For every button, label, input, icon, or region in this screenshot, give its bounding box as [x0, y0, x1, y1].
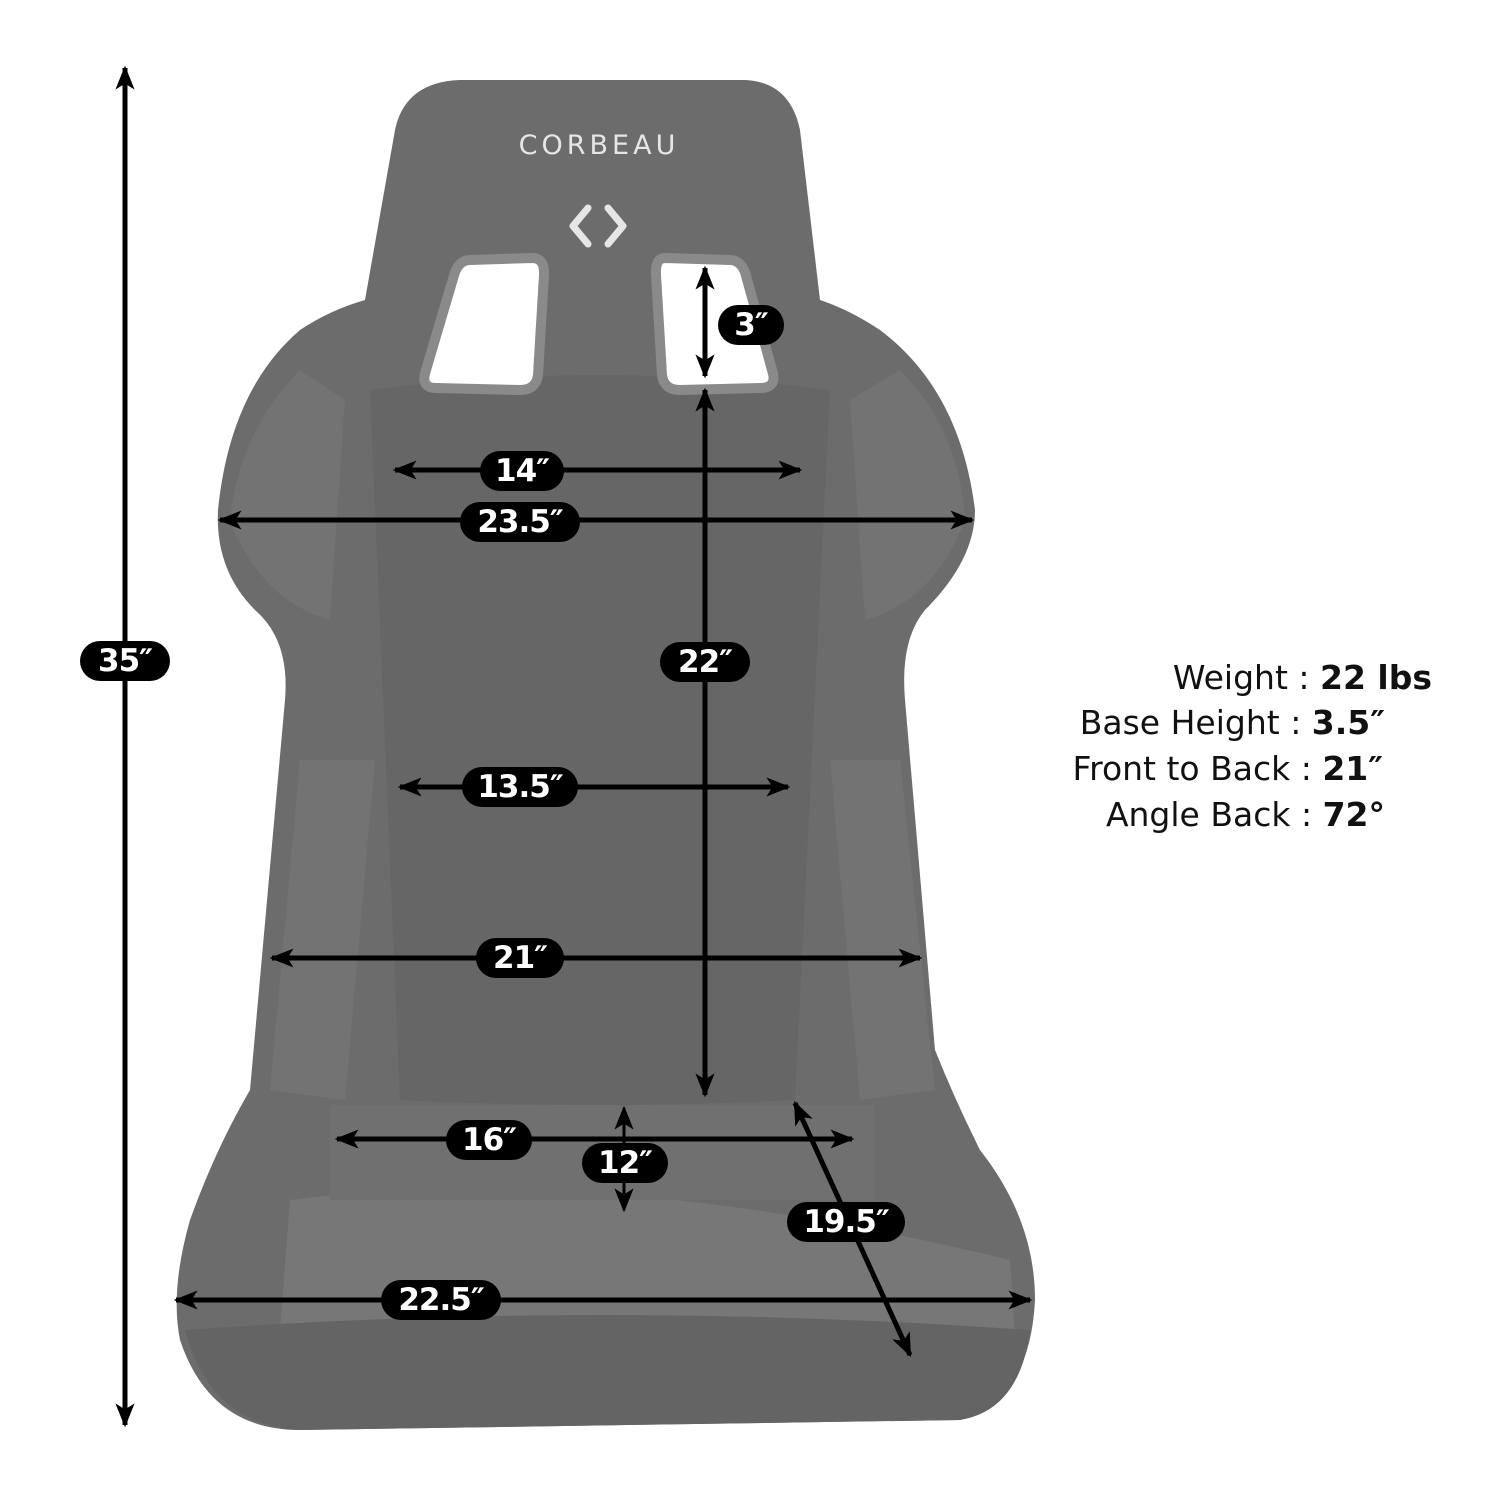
spec-sep: : — [1300, 749, 1323, 788]
harness-slot-left — [419, 252, 550, 396]
label-slot-height: 3″ — [718, 305, 784, 345]
spec-row-front-to-back: Front to Back : 21″ — [1073, 746, 1383, 792]
label-seat-depth: 12″ — [582, 1143, 668, 1183]
label-hip-width: 21″ — [476, 938, 564, 978]
label-seat-diagonal: 19.5″ — [787, 1202, 905, 1242]
spec-value: 3.5″ — [1311, 703, 1385, 742]
right-hip-bolster — [830, 760, 935, 1100]
spec-label: Angle Back — [1105, 795, 1291, 834]
spec-row-angle-back: Angle Back : 72° — [1106, 792, 1385, 838]
spec-sep: : — [1298, 658, 1320, 697]
spec-value: 21″ — [1322, 749, 1383, 788]
label-lower-back-width: 13.5″ — [462, 767, 578, 807]
spec-label: Front to Back — [1072, 749, 1291, 788]
label-base-width: 22.5″ — [381, 1280, 501, 1320]
label-back-height: 22″ — [660, 642, 750, 682]
label-upper-back-width: 14″ — [480, 451, 564, 491]
spec-sep: : — [1300, 795, 1323, 834]
spec-sep: : — [1290, 703, 1312, 742]
left-hip-bolster — [270, 760, 375, 1100]
label-shoulder-width: 23.5″ — [460, 502, 580, 542]
corbeau-logo-icon — [569, 204, 627, 248]
harness-slot-right — [650, 252, 779, 396]
label-seat-width: 16″ — [446, 1120, 532, 1160]
spec-row-base-height: Base Height : 3.5″ — [1080, 700, 1385, 746]
spec-value: 22 lbs — [1320, 658, 1432, 697]
left-bolster — [230, 370, 345, 620]
seat-front-edge — [185, 1315, 1030, 1430]
label-overall-height: 35″ — [80, 641, 170, 681]
spec-label: Base Height — [1079, 703, 1280, 742]
spec-row-weight: Weight : 22 lbs — [1173, 655, 1432, 701]
spec-value: 72° — [1322, 795, 1385, 834]
brand-logo: CORBEAU — [518, 130, 680, 161]
right-bolster — [850, 370, 965, 620]
spec-label: Weight — [1172, 658, 1288, 697]
backrest-panel — [370, 375, 830, 1105]
